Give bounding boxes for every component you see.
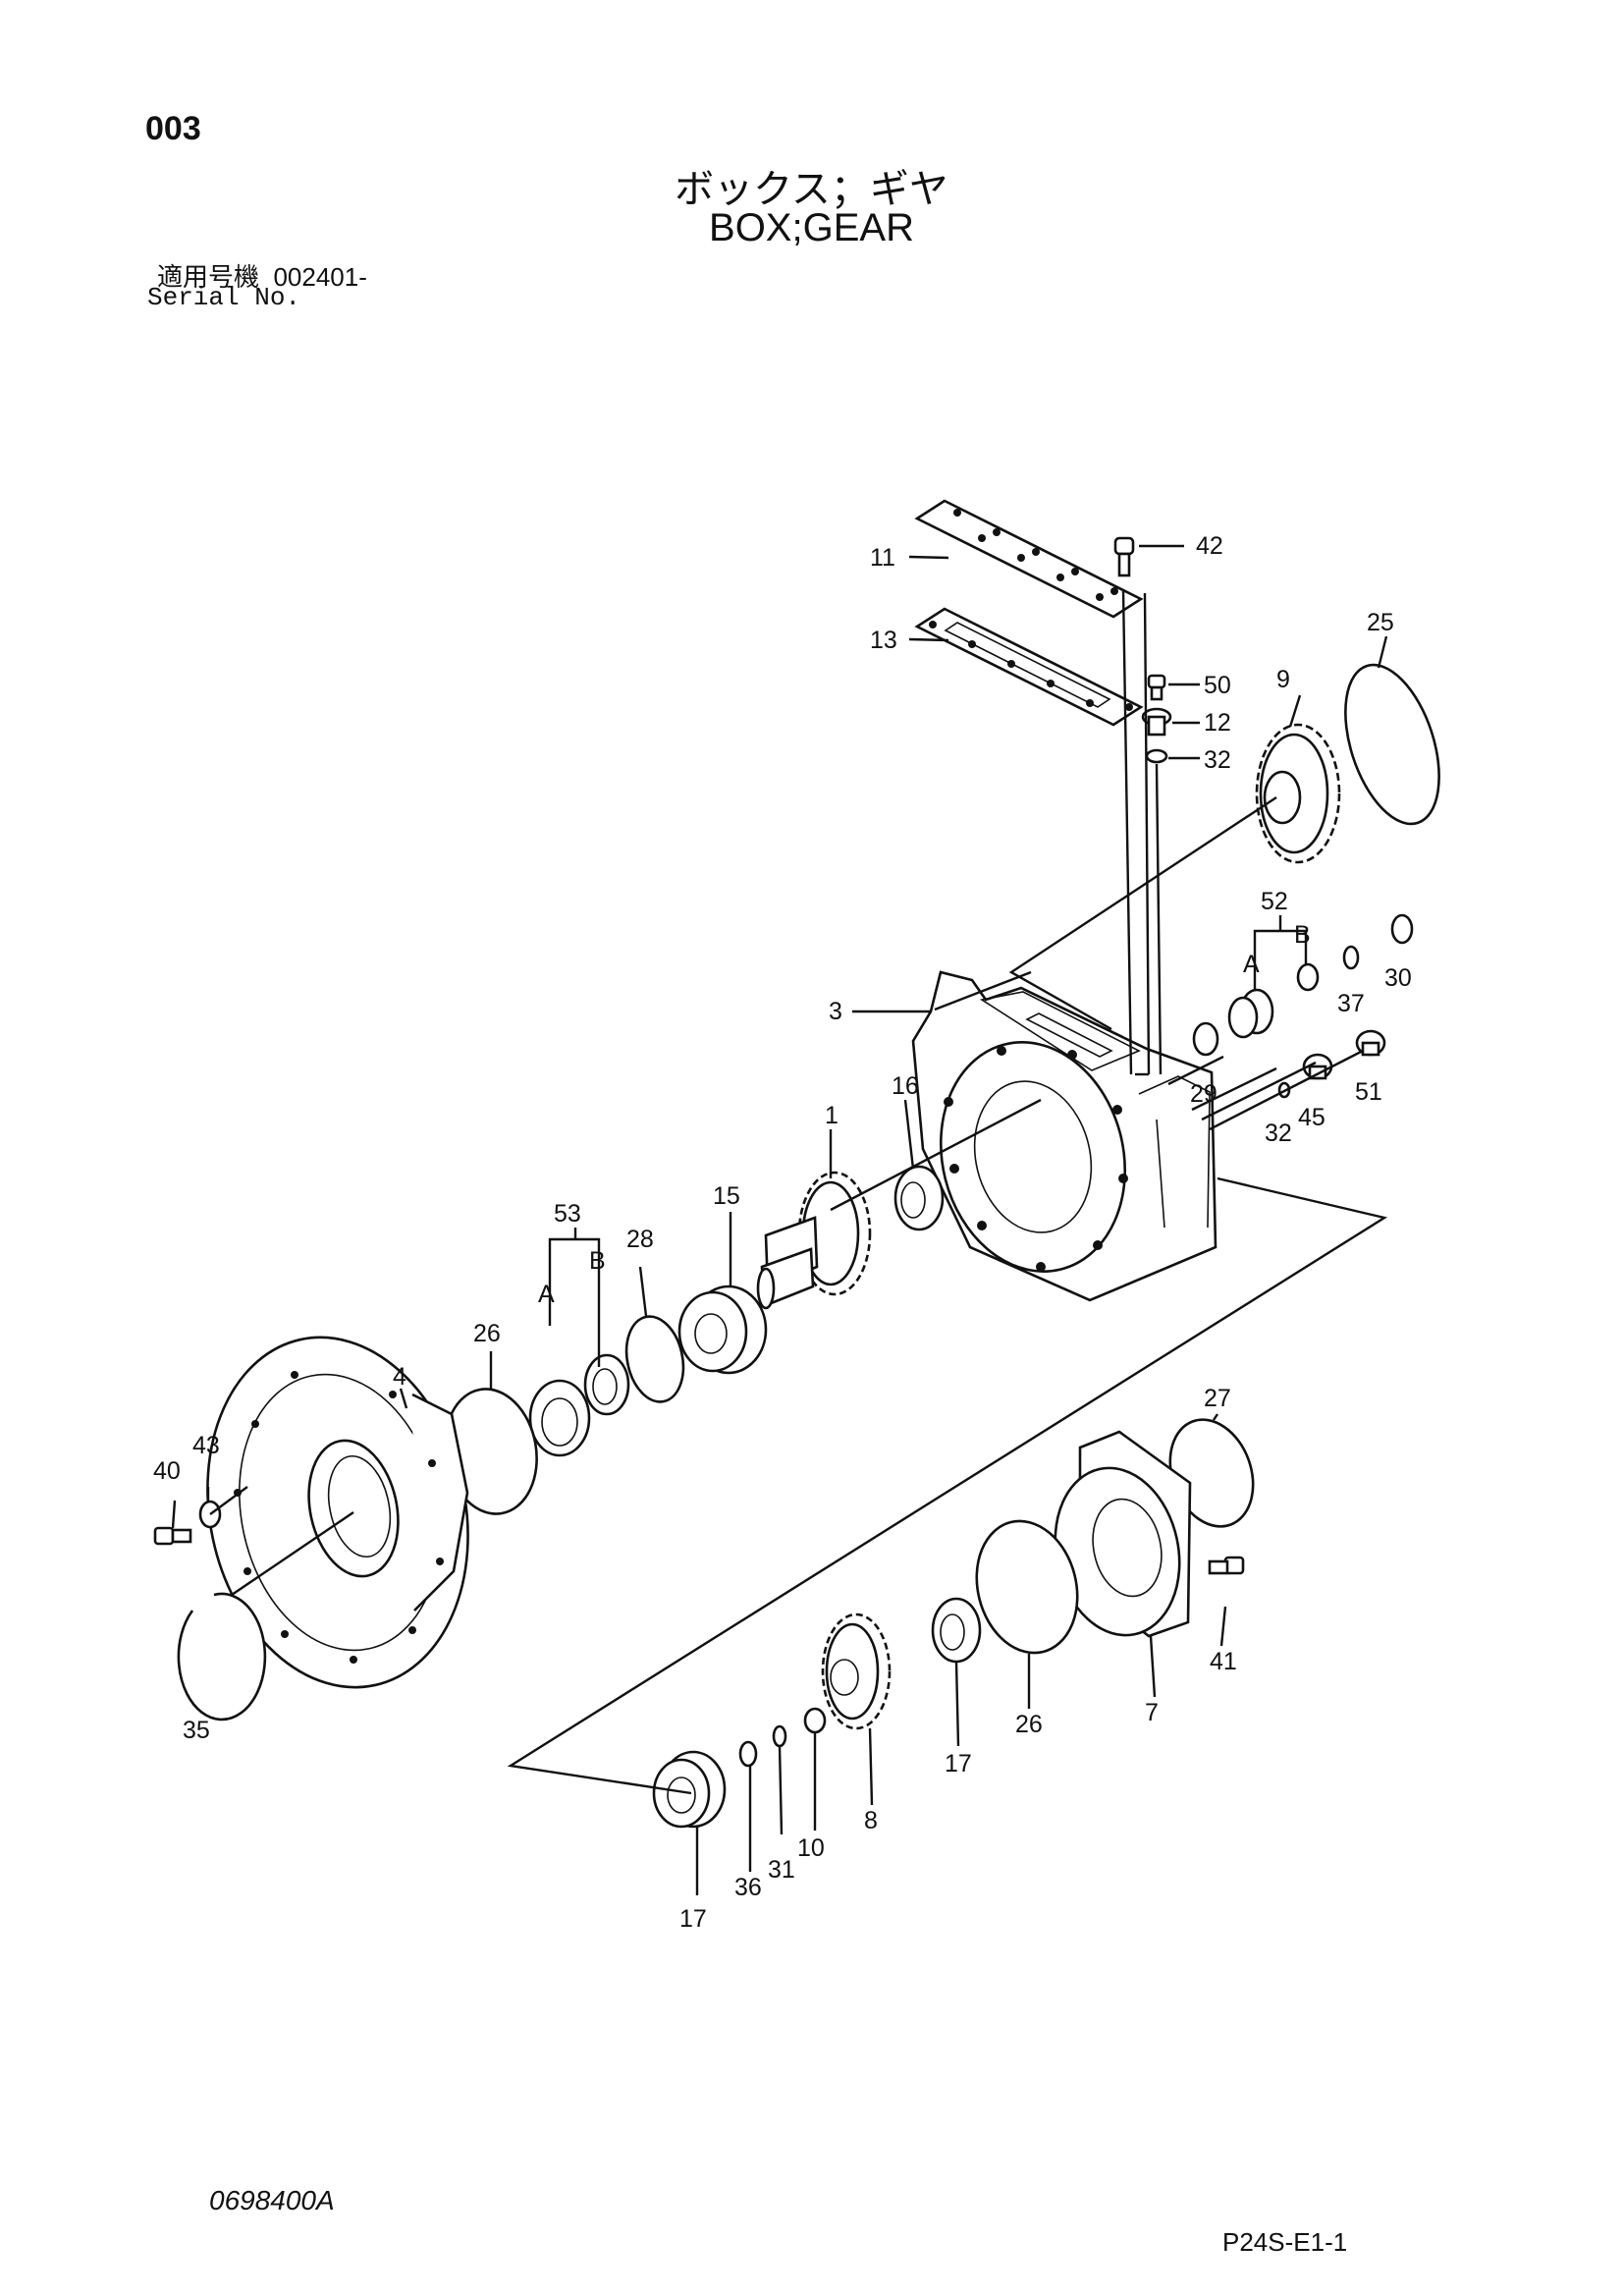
callout-labels: 11 42 13 50 12 32 9 25 52 B A 30 37 3 29… bbox=[153, 532, 1412, 1933]
callout-25: 25 bbox=[1367, 609, 1394, 636]
callout-4: 4 bbox=[393, 1363, 406, 1391]
gasket-13 bbox=[914, 607, 1144, 727]
callout-7: 7 bbox=[1145, 1699, 1159, 1726]
ring-36 bbox=[738, 1740, 758, 1768]
serial-label-en: Serial No. bbox=[147, 283, 301, 312]
callout-52-a: A bbox=[1243, 951, 1260, 978]
callout-32-side: 32 bbox=[1265, 1120, 1292, 1147]
callout-42: 42 bbox=[1196, 532, 1223, 560]
callout-45: 45 bbox=[1298, 1104, 1325, 1131]
callout-53: 53 bbox=[554, 1200, 581, 1228]
gear-housing-3 bbox=[911, 970, 1217, 1302]
spacer-10 bbox=[803, 1707, 827, 1734]
plug-45 bbox=[1302, 1053, 1333, 1080]
callout-16: 16 bbox=[892, 1072, 919, 1100]
callout-26-top: 26 bbox=[473, 1320, 501, 1347]
leader-lines bbox=[171, 544, 1388, 1895]
serial-value: 002401- bbox=[273, 262, 367, 292]
callout-36: 36 bbox=[734, 1874, 762, 1901]
bolt-40 bbox=[153, 1526, 192, 1546]
callout-37: 37 bbox=[1337, 990, 1365, 1017]
callout-40: 40 bbox=[153, 1457, 181, 1485]
callout-52: 52 bbox=[1261, 888, 1288, 915]
page-reference: P24S-E1-1 bbox=[1222, 2227, 1348, 2257]
bolt-41 bbox=[1208, 1556, 1245, 1575]
callout-50: 50 bbox=[1204, 672, 1231, 699]
callout-10: 10 bbox=[797, 1834, 825, 1862]
callout-30: 30 bbox=[1384, 964, 1412, 992]
callout-3: 3 bbox=[829, 998, 842, 1025]
plug-50 bbox=[1147, 674, 1166, 701]
bearing-15 bbox=[677, 1285, 768, 1375]
callout-51: 51 bbox=[1355, 1078, 1382, 1106]
bearing-17-right bbox=[931, 1597, 982, 1664]
o-ring-28 bbox=[624, 1315, 685, 1403]
callout-9: 9 bbox=[1276, 666, 1290, 693]
callout-12: 12 bbox=[1204, 709, 1231, 737]
plug-51 bbox=[1355, 1029, 1386, 1057]
callout-28: 28 bbox=[626, 1226, 654, 1253]
title-english: BOX;GEAR bbox=[709, 206, 914, 249]
callout-13: 13 bbox=[870, 627, 897, 654]
callout-17-right: 17 bbox=[945, 1750, 972, 1777]
gear-shaft-1 bbox=[756, 1171, 872, 1310]
ring-31 bbox=[772, 1724, 787, 1748]
bolt-42 bbox=[1113, 536, 1135, 577]
callout-29: 29 bbox=[1190, 1080, 1217, 1108]
gear-9 bbox=[1255, 723, 1341, 864]
snap-ring-35 bbox=[177, 1592, 267, 1722]
callout-32-top: 32 bbox=[1204, 746, 1231, 774]
callout-1: 1 bbox=[825, 1102, 839, 1129]
o-ring-32-top bbox=[1145, 748, 1168, 764]
title-japanese: ボックス；ギヤ bbox=[675, 168, 948, 211]
drawing-code: 0698400A bbox=[209, 2185, 335, 2215]
callout-52-b: B bbox=[1294, 921, 1311, 949]
serial-label-jp: 適用号機 002401- bbox=[157, 257, 367, 294]
callout-31: 31 bbox=[768, 1856, 795, 1884]
callout-43: 43 bbox=[192, 1432, 220, 1459]
o-ring-26-bottom bbox=[975, 1519, 1079, 1655]
serial-label-jp-text: 適用号機 bbox=[157, 262, 260, 292]
callout-8: 8 bbox=[864, 1807, 878, 1834]
bearing-17-left bbox=[652, 1750, 727, 1829]
cover-plate-11 bbox=[914, 499, 1144, 619]
callout-35: 35 bbox=[183, 1717, 210, 1744]
callout-11: 11 bbox=[870, 544, 895, 572]
callout-17-left: 17 bbox=[679, 1905, 707, 1933]
callout-53-b: B bbox=[589, 1247, 606, 1275]
gear-8 bbox=[821, 1613, 892, 1730]
callout-41: 41 bbox=[1210, 1648, 1237, 1675]
fitting-12 bbox=[1141, 707, 1172, 737]
o-ring-25 bbox=[1344, 663, 1440, 826]
page-number: 003 bbox=[145, 110, 201, 147]
callout-26-bottom: 26 bbox=[1015, 1711, 1043, 1738]
callout-53-a: A bbox=[538, 1281, 555, 1308]
cover-7 bbox=[1054, 1430, 1192, 1638]
bearing-16 bbox=[893, 1165, 945, 1231]
cover-flange-4 bbox=[206, 1336, 469, 1689]
seal-kit-53 bbox=[528, 1353, 630, 1457]
callout-15: 15 bbox=[713, 1182, 740, 1210]
callout-27: 27 bbox=[1204, 1385, 1231, 1412]
seal-kit-52 bbox=[1192, 913, 1414, 1057]
